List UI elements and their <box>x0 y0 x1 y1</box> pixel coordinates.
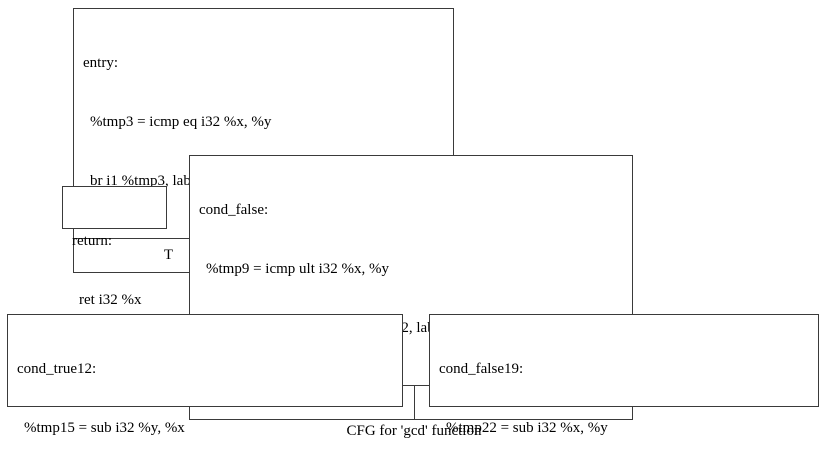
cfg-node-return[interactable]: return: ret i32 %x <box>62 186 167 308</box>
cfg-node-return-label: return: <box>72 232 112 249</box>
graph-caption: CFG for 'gcd' function <box>346 423 482 439</box>
cfg-node-return-line-0: ret i32 %x <box>79 291 142 308</box>
cfg-node-entry-label: entry: <box>83 54 118 71</box>
cfg-node-cond-true12-label: cond_true12: <box>17 360 97 377</box>
cfg-node-cond-false19[interactable]: cond_false19: %tmp22 = sub i32 %x, %y %t… <box>429 314 819 436</box>
cfg-node-cond-false19-label: cond_false19: <box>439 360 524 377</box>
cfg-node-cond-false19-body: cond_false19: %tmp22 = sub i32 %x, %y %t… <box>430 315 818 452</box>
cfg-node-cond-false-label: cond_false: <box>199 201 269 218</box>
cfg-node-cond-false19-line-0: %tmp22 = sub i32 %x, %y <box>446 419 608 436</box>
cfg-node-entry-line-0: %tmp3 = icmp eq i32 %x, %y <box>90 113 272 130</box>
cfg-node-entry-port-true[interactable]: T <box>163 246 174 263</box>
cfg-node-cond-true12-line-0: %tmp15 = sub i32 %y, %x <box>24 419 185 436</box>
cfg-node-cond-true12[interactable]: cond_true12: %tmp15 = sub i32 %y, %x %tm… <box>7 314 403 436</box>
cfg-node-cond-true12-body: cond_true12: %tmp15 = sub i32 %y, %x %tm… <box>8 315 402 452</box>
cfg-node-return-body: return: ret i32 %x <box>63 187 166 356</box>
cfg-node-cond-false-line-0: %tmp9 = icmp ult i32 %x, %y <box>206 260 390 277</box>
